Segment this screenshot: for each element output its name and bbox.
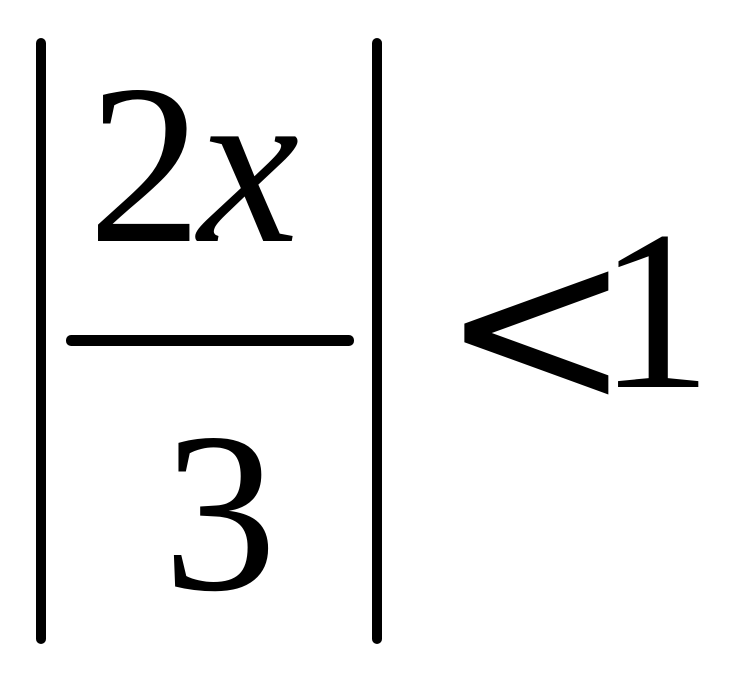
absolute-value-right-bar <box>372 38 382 644</box>
numerator-coefficient: 2 <box>88 39 202 291</box>
absolute-value-left-bar <box>36 38 46 644</box>
fraction-numerator: 2x <box>88 50 348 280</box>
numerator-variable: x <box>198 39 300 291</box>
fraction-bar <box>66 335 354 346</box>
less-than-sign: < <box>440 193 633 460</box>
fraction-denominator: 3 <box>163 387 277 639</box>
right-hand-side-value: 1 <box>598 185 712 437</box>
